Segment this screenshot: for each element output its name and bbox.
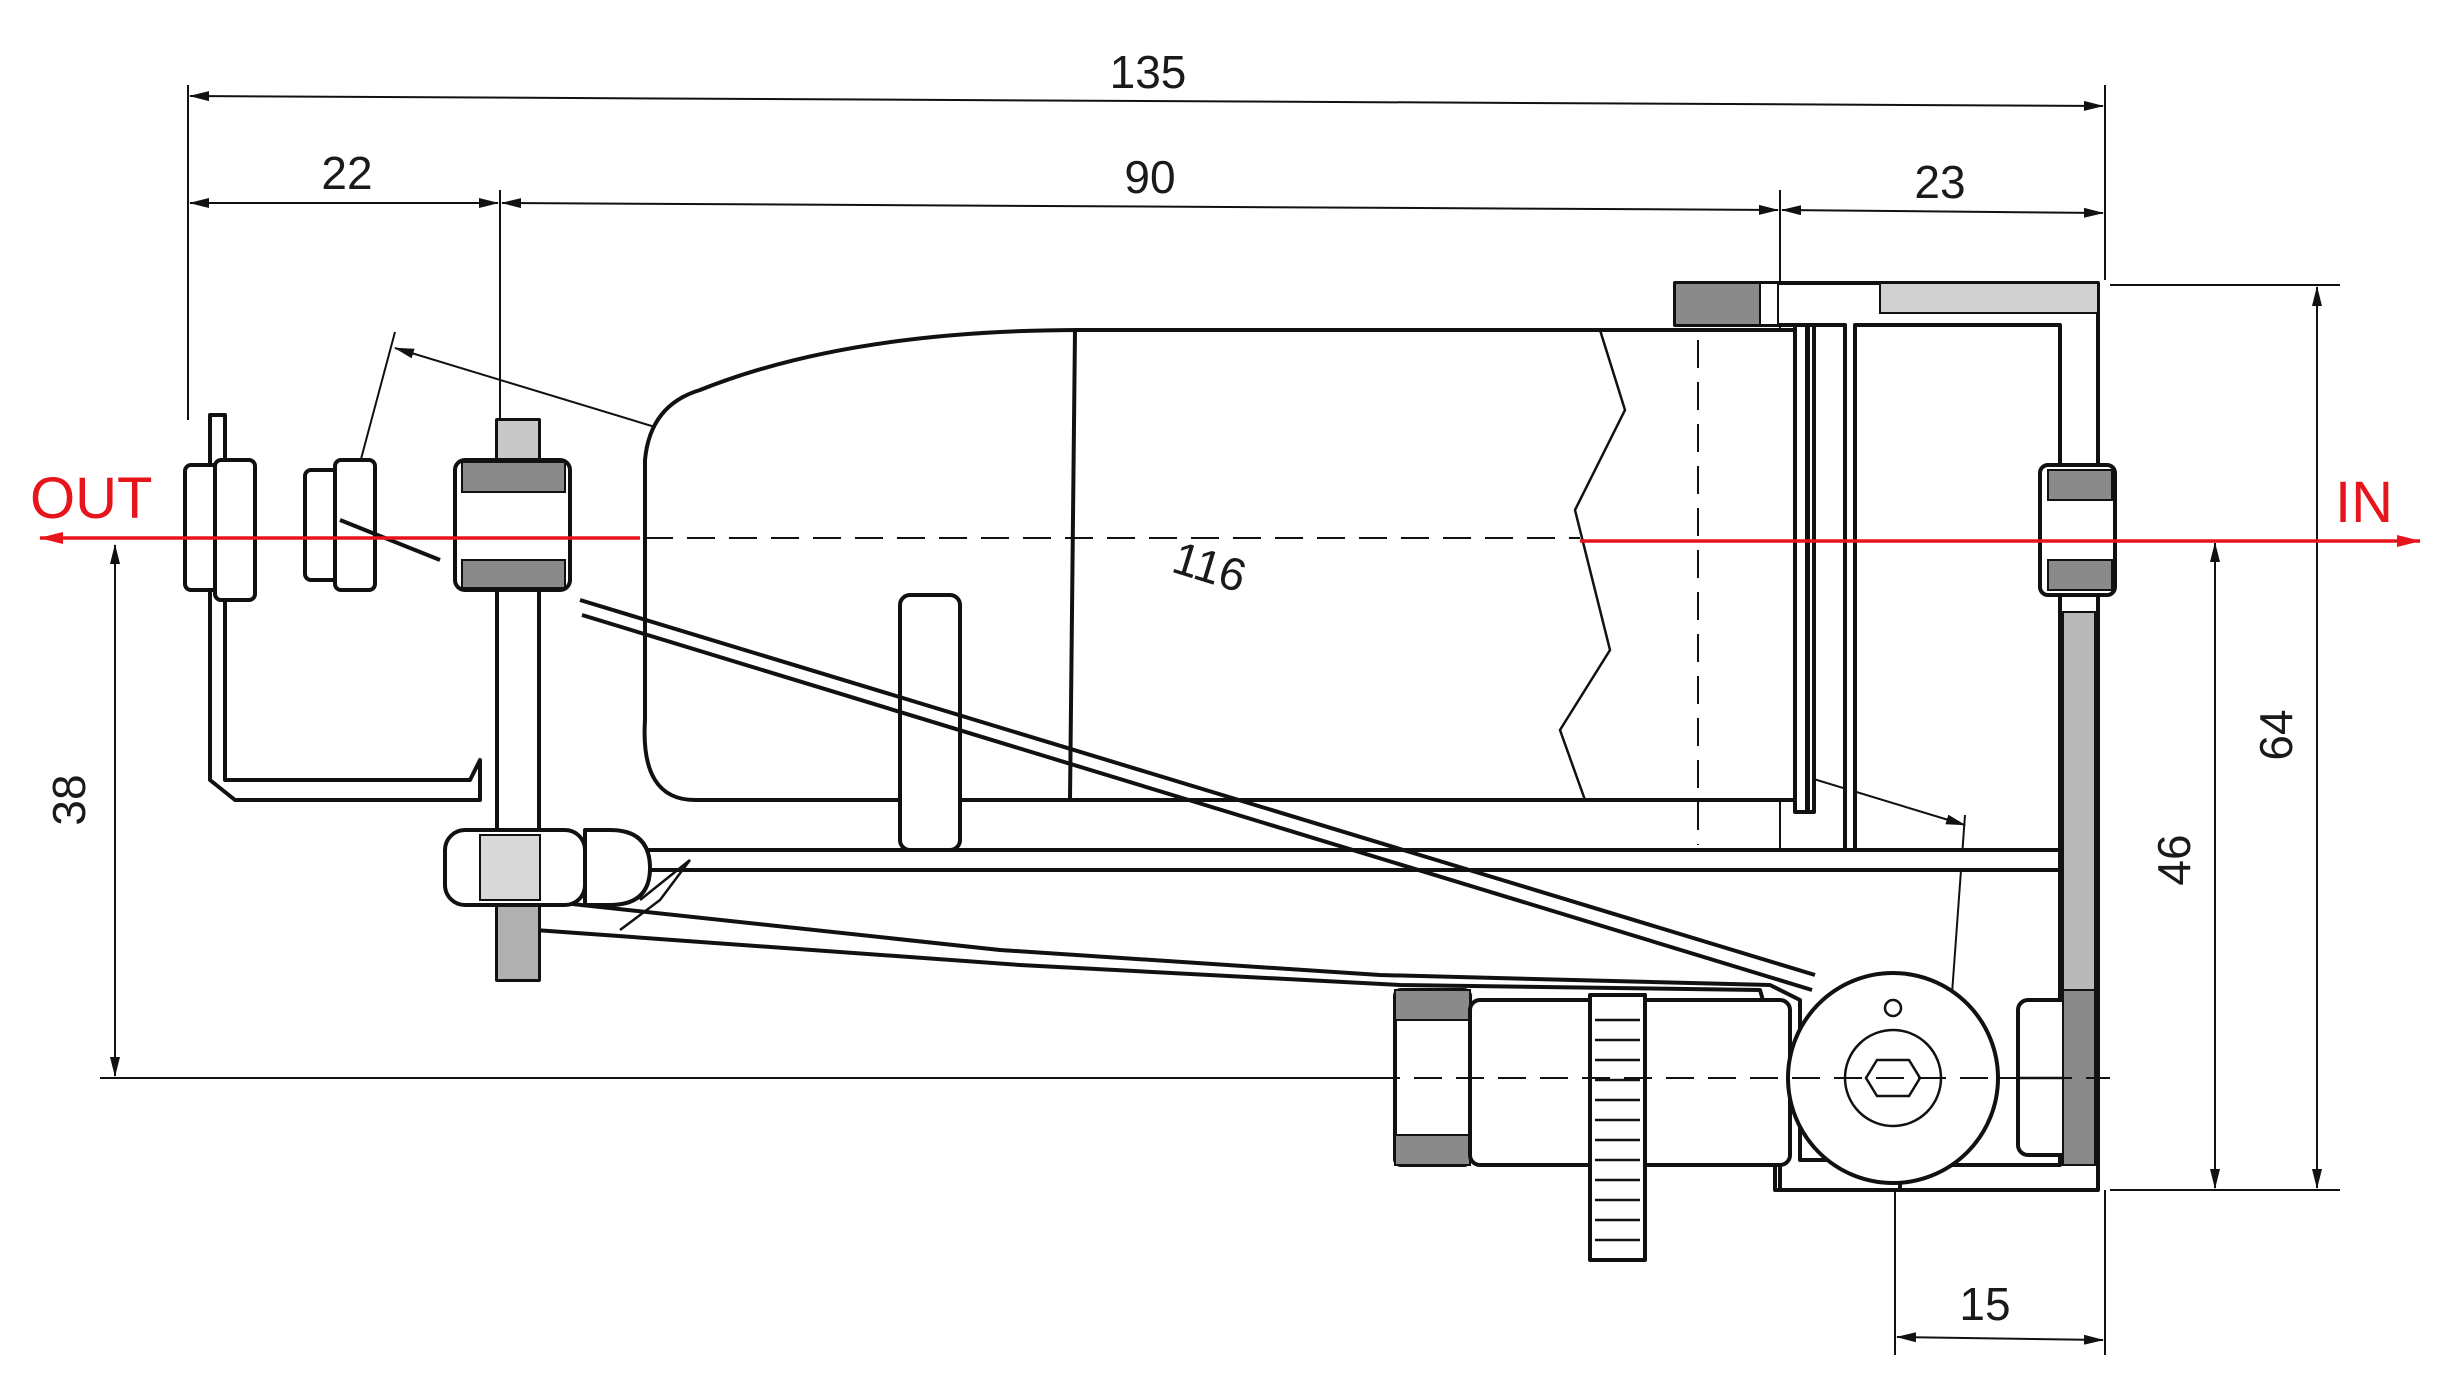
knob-knurling [1595, 1018, 1640, 1242]
dim-label-46: 46 [2148, 834, 2200, 885]
dim-label-64: 64 [2250, 709, 2302, 760]
pickup-tube [579, 598, 1816, 992]
dim-label-38: 38 [43, 774, 95, 825]
front-plate [443, 418, 652, 982]
outlet-fittings [183, 413, 482, 802]
base-frame [518, 593, 2062, 1192]
dim-label-135: 135 [1110, 46, 1187, 98]
dim-label-90: 90 [1124, 151, 1175, 203]
adjuster-assembly [1393, 971, 2096, 1262]
dim-line-135 [189, 91, 2104, 111]
dim-line-23 [1781, 205, 2104, 218]
dim-line-90 [501, 198, 1779, 215]
fuel-tank [642, 320, 1816, 845]
out-label: OUT [30, 466, 152, 531]
dim-label-23: 23 [1914, 156, 1965, 208]
dim-label-22: 22 [321, 147, 372, 199]
dim-label-15: 15 [1959, 1278, 2010, 1330]
in-label: IN [2335, 470, 2393, 535]
mounting-bracket [1673, 281, 2117, 1192]
flow-line-group [39, 532, 2421, 1079]
dim-line-15 [1896, 1332, 2104, 1345]
